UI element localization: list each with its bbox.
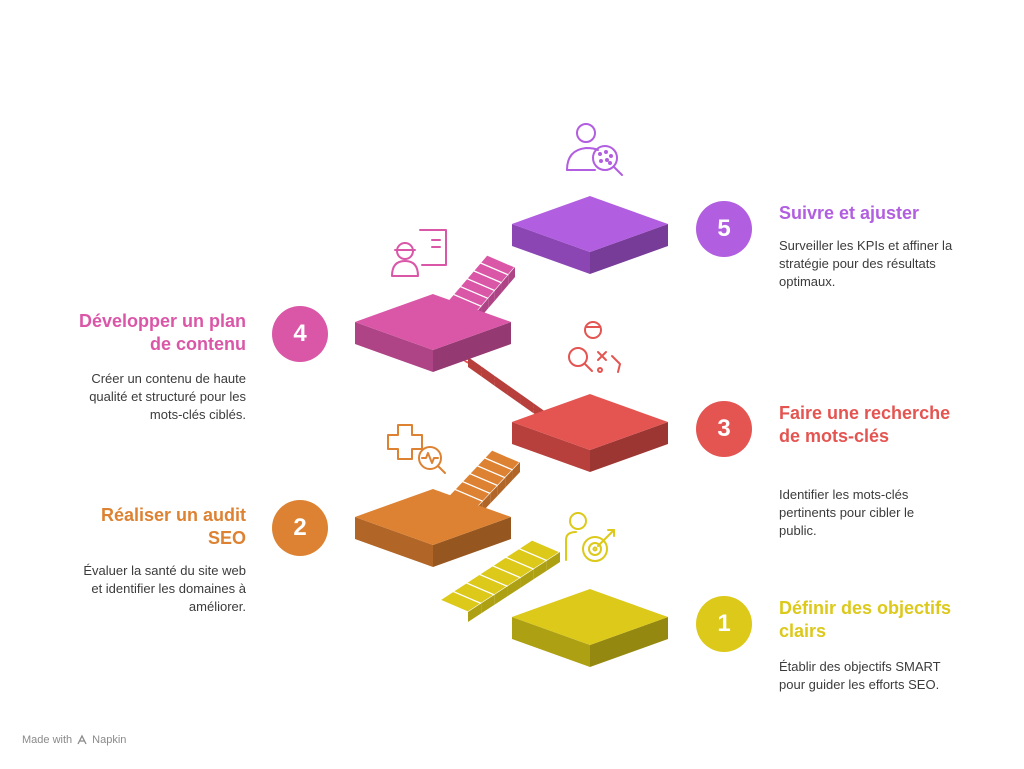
step-icons (387, 123, 623, 562)
keyword-research-icon (568, 321, 621, 373)
step-2-description: Évaluer la santé du site web et identifi… (83, 563, 246, 614)
step-5-description: Surveiller les KPIs et affiner la straté… (779, 238, 953, 289)
step-5-number-badge: 5 (696, 201, 752, 257)
stairs-step-1 (438, 539, 562, 622)
footer-credit: Made with Napkin (22, 734, 126, 746)
platform-step-1 (512, 589, 668, 667)
step-5-title: Suivre et ajuster (779, 203, 920, 223)
napkin-logo-icon (77, 734, 87, 745)
health-analysis-icon (387, 424, 446, 474)
step-4-title: Développer un plan de contenu (78, 311, 246, 354)
step-2-number-badge: 2 (272, 500, 328, 556)
platform-step-3 (512, 394, 668, 472)
content-planner-icon (391, 229, 447, 277)
target-goal-icon (565, 512, 615, 562)
platform-step-2 (355, 489, 511, 567)
step-3-description: Identifier les mots-clés pertinents pour… (779, 487, 915, 538)
step-2-title: Réaliser un audit SEO (100, 505, 246, 548)
step-1-title: Définir des objectifs clairs (779, 598, 952, 641)
user-search-icon (566, 123, 623, 176)
platform-step-5 (512, 196, 668, 274)
step-3-title: Faire une recherche de mots-clés (779, 403, 951, 446)
step-3-number-badge: 3 (696, 401, 752, 457)
step-1-description: Établir des objectifs SMART pour guider … (779, 659, 941, 692)
platform-step-4 (355, 294, 511, 372)
step-1-number-badge: 1 (696, 596, 752, 652)
step-4-number-badge: 4 (272, 306, 328, 362)
staircase-platforms (355, 196, 668, 667)
footer-prefix: Made with (22, 734, 73, 746)
footer-brand: Napkin (92, 734, 127, 746)
step-4-description: Créer un contenu de haute qualité et str… (89, 371, 246, 422)
